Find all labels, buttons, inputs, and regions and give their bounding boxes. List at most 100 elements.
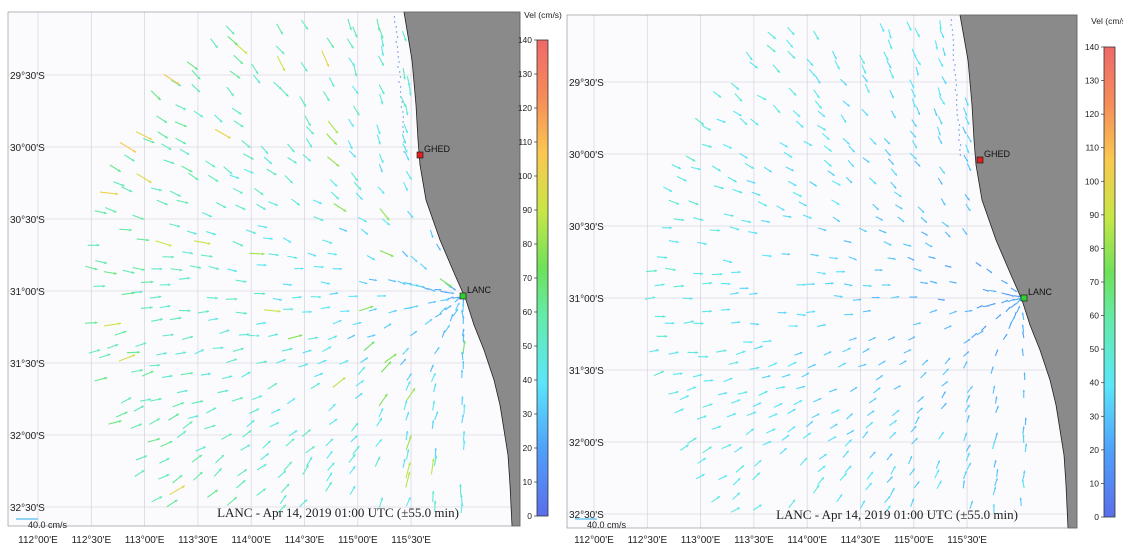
velocity-arrowhead bbox=[718, 94, 722, 98]
velocity-arrowhead bbox=[439, 313, 442, 316]
velocity-arrowhead bbox=[246, 333, 250, 336]
velocity-arrowhead bbox=[1022, 331, 1024, 334]
velocity-arrowhead bbox=[877, 296, 880, 299]
velocity-arrowhead bbox=[850, 413, 853, 416]
station-ghed[interactable]: GHED bbox=[416, 144, 451, 159]
velocity-arrowhead bbox=[737, 492, 740, 496]
velocity-arrowhead bbox=[935, 46, 939, 50]
velocity-arrowhead bbox=[904, 360, 907, 363]
velocity-arrowhead bbox=[968, 444, 971, 448]
velocity-arrowhead bbox=[656, 349, 660, 352]
velocity-arrowhead bbox=[996, 405, 999, 409]
velocity-arrowhead bbox=[1019, 497, 1022, 500]
velocity-arrowhead bbox=[406, 347, 409, 351]
velocity-arrowhead bbox=[873, 398, 877, 401]
velocity-arrowhead bbox=[403, 38, 407, 42]
velocity-arrowhead bbox=[104, 376, 108, 380]
station-marker[interactable] bbox=[416, 151, 424, 159]
velocity-arrowhead bbox=[460, 502, 464, 506]
velocity-arrowhead bbox=[237, 75, 241, 79]
velocity-arrowhead bbox=[289, 180, 293, 184]
velocity-arrowhead bbox=[247, 372, 251, 375]
velocity-arrowhead bbox=[242, 207, 246, 210]
velocity-arrowhead bbox=[274, 383, 278, 386]
velocity-arrowhead bbox=[277, 309, 281, 313]
velocity-arrowhead bbox=[262, 292, 266, 296]
longitude-label: 115°00'E bbox=[894, 535, 934, 546]
velocity-arrowhead bbox=[309, 456, 313, 460]
velocity-arrowhead bbox=[343, 209, 347, 212]
velocity-arrowhead bbox=[888, 65, 892, 69]
station-label: GHED bbox=[424, 144, 451, 154]
colorbar-tick-label: 20 bbox=[1090, 445, 1100, 455]
velocity-arrowhead bbox=[1021, 479, 1025, 482]
velocity-arrowhead bbox=[750, 428, 754, 432]
velocity-arrowhead bbox=[335, 292, 339, 295]
velocity-arrowhead bbox=[917, 416, 920, 420]
velocity-arrowhead bbox=[329, 472, 333, 476]
velocity-arrowhead bbox=[755, 292, 758, 295]
velocity-arrowhead bbox=[200, 400, 204, 403]
station-lanc[interactable]: LANC bbox=[459, 285, 492, 300]
velocity-arrowhead bbox=[871, 410, 875, 413]
colorbar-tick-label: 10 bbox=[1090, 478, 1100, 488]
velocity-arrowhead bbox=[289, 347, 293, 351]
velocity-arrowhead bbox=[964, 232, 968, 235]
station-marker[interactable] bbox=[976, 156, 984, 164]
latitude-label: 32°00'S bbox=[569, 438, 604, 449]
velocity-arrowhead bbox=[257, 80, 261, 84]
velocity-arrowhead bbox=[381, 62, 384, 66]
velocity-arrowhead bbox=[709, 281, 713, 285]
velocity-arrowhead bbox=[941, 431, 944, 435]
velocity-arrowhead bbox=[1022, 426, 1025, 429]
velocity-arrowhead bbox=[199, 454, 203, 458]
velocity-arrowhead bbox=[984, 325, 987, 328]
velocity-arrowhead bbox=[345, 360, 349, 363]
velocity-arrowhead bbox=[408, 435, 412, 439]
velocity-arrowhead bbox=[835, 257, 838, 260]
velocity-arrowhead bbox=[264, 360, 267, 364]
velocity-arrowhead bbox=[451, 314, 454, 317]
velocity-arrowhead bbox=[804, 203, 807, 206]
velocity-arrowhead bbox=[873, 142, 877, 145]
velocity-arrowhead bbox=[850, 313, 854, 316]
station-marker[interactable] bbox=[1020, 294, 1028, 302]
velocity-arrowhead bbox=[964, 113, 968, 116]
latitude-label: 29°30'S bbox=[10, 71, 45, 82]
velocity-arrowhead bbox=[150, 370, 154, 374]
velocity-arrowhead bbox=[1013, 303, 1016, 306]
station-lanc[interactable]: LANC bbox=[1020, 287, 1053, 302]
velocity-arrowhead bbox=[873, 337, 876, 340]
velocity-arrowhead bbox=[821, 477, 825, 481]
velocity-arrowhead bbox=[969, 139, 972, 143]
velocity-arrowhead bbox=[994, 460, 997, 463]
velocity-arrowhead bbox=[433, 300, 437, 304]
velocity-arrowhead bbox=[996, 469, 999, 472]
velocity-arrowhead bbox=[945, 381, 948, 384]
velocity-arrowhead bbox=[681, 284, 685, 288]
velocity-arrow bbox=[332, 376, 346, 388]
velocity-arrowhead bbox=[831, 282, 834, 285]
latitude-label: 32°00'S bbox=[10, 431, 45, 442]
station-marker[interactable] bbox=[459, 292, 467, 300]
velocity-arrowhead bbox=[327, 282, 331, 285]
velocity-arrowhead bbox=[894, 172, 897, 176]
velocity-arrowhead bbox=[462, 440, 466, 444]
velocity-arrowhead bbox=[380, 169, 383, 173]
velocity-arrowhead bbox=[265, 150, 269, 154]
longitude-label: 113°00'E bbox=[125, 535, 165, 546]
velocity-arrowhead bbox=[919, 269, 922, 272]
velocity-arrow bbox=[163, 73, 180, 85]
velocity-arrowhead bbox=[918, 322, 922, 325]
colorbar-tick-label: 100 bbox=[518, 171, 532, 181]
station-ghed[interactable]: GHED bbox=[976, 149, 1011, 164]
velocity-arrowhead bbox=[433, 289, 436, 292]
velocity-arrowhead bbox=[240, 243, 244, 247]
velocity-arrowhead bbox=[896, 295, 900, 299]
longitude-label: 115°30'E bbox=[947, 535, 987, 546]
velocity-arrowhead bbox=[839, 494, 843, 498]
velocity-arrowhead bbox=[892, 336, 895, 339]
velocity-arrowhead bbox=[757, 193, 761, 196]
velocity-arrowhead bbox=[149, 137, 153, 140]
velocity-arrowhead bbox=[405, 188, 408, 191]
